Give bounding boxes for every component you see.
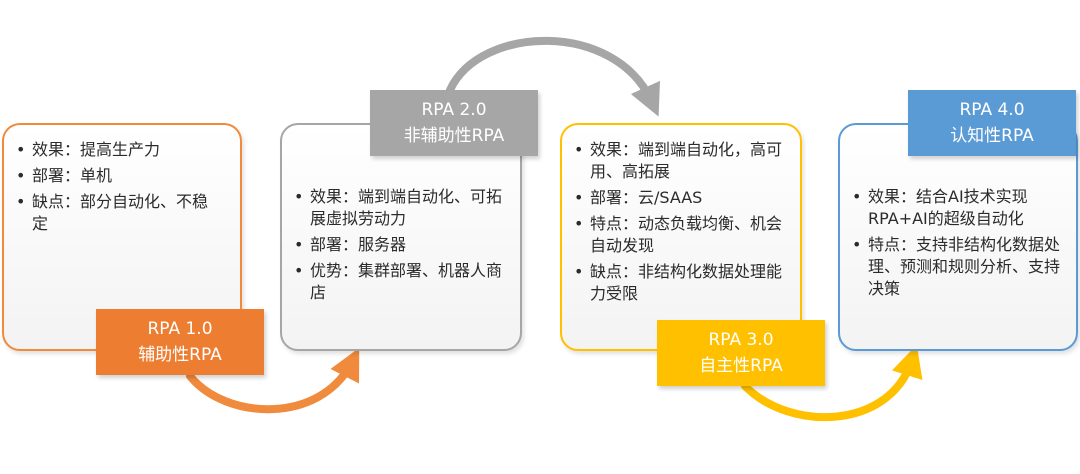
stage-4-bullets: 效果：结合AI技术实现RPA+AI的超级自动化 特点：支持非结构化数据处理、预测… (852, 186, 1062, 304)
arrow-1-to-2 (186, 347, 360, 414)
stage-1-tag: RPA 1.0 辅助性RPA (96, 309, 264, 375)
stage-3-bullets: 效果：端到端自动化，高可用、高拓展 部署：云/SAAS 特点：动态负载均衡、机会… (574, 139, 788, 309)
stage-3-bullet: 部署：云/SAAS (574, 187, 788, 209)
stage-1-bullet: 缺点：部分自动化、不稳定 (16, 191, 216, 235)
stage-2-bullet: 优势：集群部署、机器人商店 (294, 260, 508, 304)
stage-2-version: RPA 2.0 (421, 100, 487, 120)
stage-3-name: 自主性RPA (699, 356, 783, 376)
stage-3-bullet: 缺点：非结构化数据处理能力受限 (574, 261, 788, 305)
stage-1-bullet: 部署：单机 (16, 165, 216, 187)
arrow-3-to-4 (741, 344, 923, 422)
stage-4-bullet: 特点：支持非结构化数据处理、预测和规则分析、支持决策 (852, 234, 1062, 300)
stage-2-tag: RPA 2.0 非辅助性RPA (370, 90, 538, 156)
stage-4-name: 认知性RPA (950, 126, 1034, 146)
stage-1-name: 辅助性RPA (138, 345, 222, 365)
stage-1-version: RPA 1.0 (147, 319, 213, 339)
stage-2-bullets: 效果：端到端自动化、可拓展虚拟劳动力 部署：服务器 优势：集群部署、机器人商店 (294, 186, 508, 308)
stage-4-bullet: 效果：结合AI技术实现RPA+AI的超级自动化 (852, 186, 1062, 230)
stage-2-name: 非辅助性RPA (403, 126, 505, 146)
stage-3-version: RPA 3.0 (708, 330, 774, 350)
stage-3-bullet: 效果：端到端自动化，高可用、高拓展 (574, 139, 788, 183)
stage-2-bullet: 部署：服务器 (294, 234, 508, 256)
stage-3-tag: RPA 3.0 自主性RPA (657, 320, 825, 386)
stage-1-bullet: 效果：提高生产力 (16, 139, 216, 161)
stage-2-bullet: 效果：端到端自动化、可拓展虚拟劳动力 (294, 186, 508, 230)
stage-1-bullets: 效果：提高生产力 部署：单机 缺点：部分自动化、不稳定 (16, 139, 216, 239)
stage-4-tag: RPA 4.0 认知性RPA (908, 90, 1076, 156)
stage-4-version: RPA 4.0 (959, 100, 1025, 120)
stage-3-bullet: 特点：动态负载均衡、机会自动发现 (574, 213, 788, 257)
arrow-2-to-3 (446, 36, 660, 117)
